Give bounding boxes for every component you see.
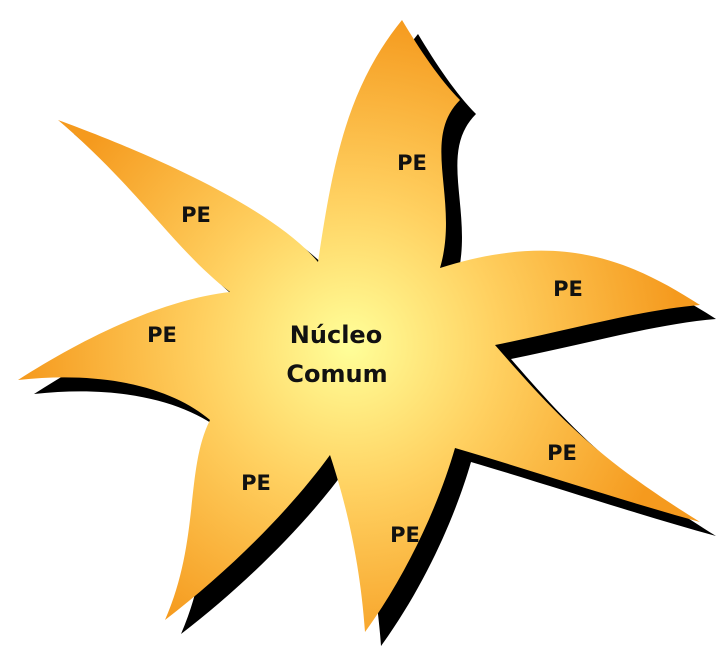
core-label: Núcleo Comum — [286, 321, 387, 388]
core-label-line2: Comum — [286, 360, 387, 388]
petal-label-bottom: PE — [390, 523, 420, 547]
petal-label-lower-left: PE — [241, 471, 271, 495]
core-label-line1: Núcleo — [290, 321, 382, 349]
petal-labels: PE PE PE PE PE PE PE — [147, 151, 583, 547]
petal-label-upper-left: PE — [181, 203, 211, 227]
star-body — [18, 20, 700, 632]
petal-label-lower-right: PE — [547, 441, 577, 465]
petal-label-right: PE — [553, 277, 583, 301]
petal-label-left: PE — [147, 323, 177, 347]
petal-label-top: PE — [397, 151, 427, 175]
